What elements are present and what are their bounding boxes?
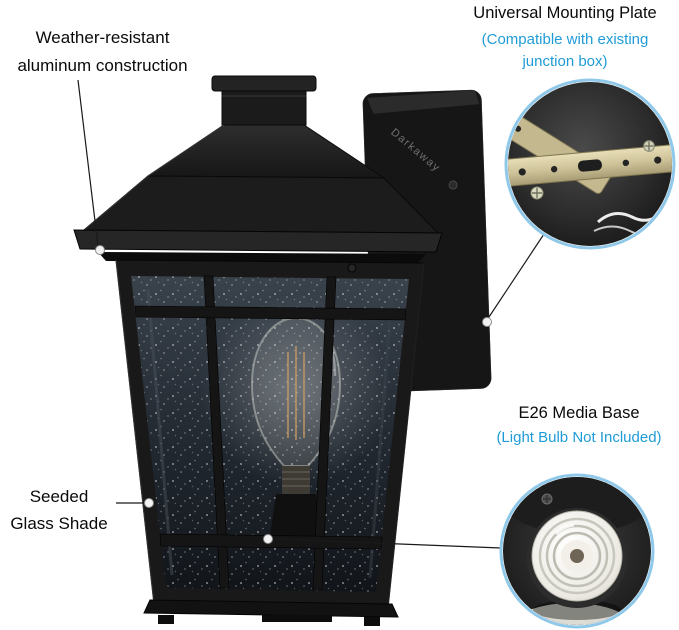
- seeded-label-line2: Glass Shade: [10, 514, 108, 533]
- weather-callout-line: [77, 79, 99, 247]
- e26-label-title: E26 Media Base: [518, 404, 640, 422]
- lid-latch: [347, 263, 357, 273]
- e26-label-subtitle: (Light Bulb Not Included): [496, 429, 662, 446]
- bulb-base: [282, 466, 310, 494]
- chimney-cap: [211, 75, 317, 92]
- mounting-callout-dot: [482, 317, 492, 327]
- mounting-label-subtitle-1: (Compatible with existing: [481, 31, 649, 48]
- base-foot: [158, 615, 174, 624]
- weather-label-line2: aluminum construction: [17, 56, 188, 75]
- chimney: [221, 90, 307, 126]
- base-plate: [143, 599, 399, 618]
- seeded-label: Seeded Glass Shade: [0, 483, 118, 537]
- lantern: [73, 75, 443, 626]
- bulb-socket: [270, 494, 322, 536]
- light-bulb: [250, 316, 342, 536]
- seeded-callout-dot: [144, 498, 154, 508]
- weather-label: Weather-resistant aluminum construction: [0, 24, 205, 80]
- callout-lines: [77, 79, 545, 549]
- plate-top-highlight: [367, 90, 480, 114]
- mounting-callout-line: [486, 233, 545, 321]
- bulb-filament: [287, 346, 305, 440]
- screw: [643, 140, 655, 152]
- mounting-label-title: Universal Mounting Plate: [473, 4, 657, 22]
- socket-canopy: [503, 477, 651, 534]
- seeded-label-line1: Seeded: [29, 487, 89, 506]
- e26-label: E26 Media Base (Light Bulb Not Included): [478, 402, 679, 449]
- socket-inset: [499, 473, 655, 629]
- screw: [530, 186, 544, 200]
- mounting-plate-inset: [504, 78, 676, 250]
- socket-contact: [570, 549, 584, 563]
- base-foot: [262, 615, 332, 622]
- mounting-inset-ring: [504, 78, 676, 250]
- screw: [541, 493, 553, 505]
- weather-label-line1: Weather-resistant: [35, 28, 170, 47]
- base-foot: [364, 617, 380, 626]
- plate-screw: [448, 180, 458, 190]
- e26-callout-dot: [263, 534, 273, 544]
- mounting-bar: [508, 143, 672, 188]
- e26-callout-line: [271, 538, 502, 549]
- roof-eave: [73, 229, 443, 253]
- socket-inset-ring: [499, 473, 655, 629]
- mounting-label-subtitle-2: junction box): [522, 53, 608, 70]
- callout-dots: [95, 245, 492, 544]
- mounting-label: Universal Mounting Plate (Compatible wit…: [452, 2, 678, 73]
- weather-callout-dot: [95, 245, 105, 255]
